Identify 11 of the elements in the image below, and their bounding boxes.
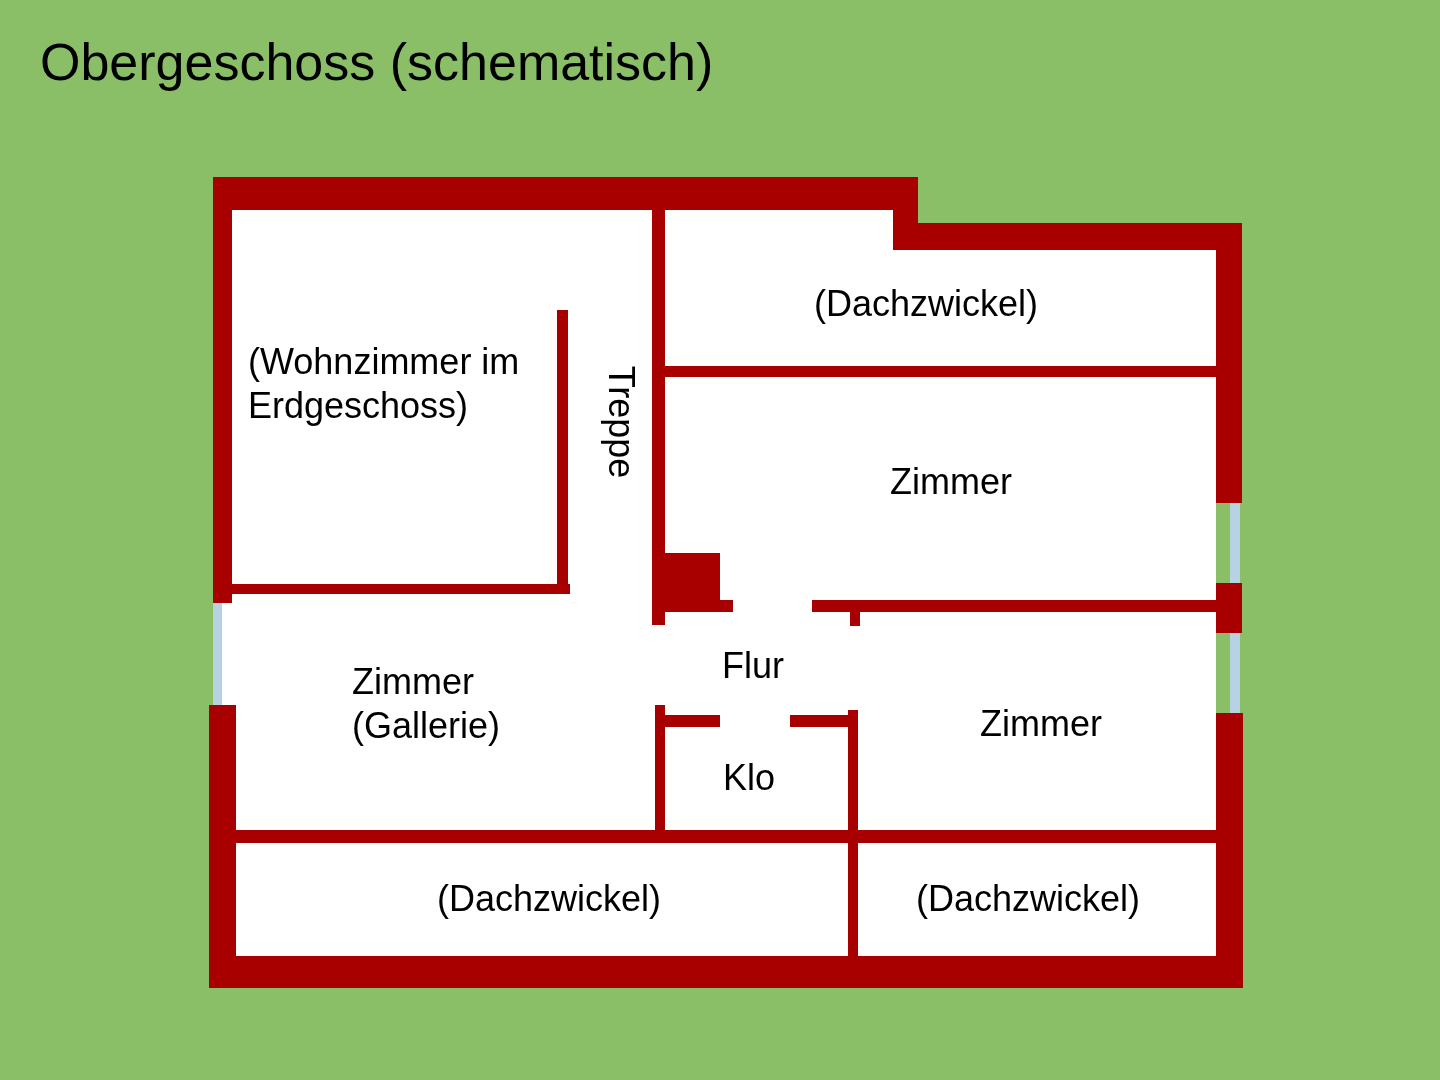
plan-title: Obergeschoss (schematisch) <box>40 32 714 93</box>
room-name: Zimmer <box>980 702 1102 746</box>
room-name: Zimmer (Gallerie) <box>352 660 522 748</box>
room-name: (Dachzwickel) <box>916 877 1141 921</box>
stair-label: Treppe <box>600 365 644 479</box>
room-name: (Dachzwickel) <box>437 877 662 921</box>
room-name: Flur <box>722 644 784 688</box>
room-name: Klo <box>723 756 776 800</box>
room-name: (Dachzwickel) <box>814 282 1039 326</box>
room-name: Zimmer <box>890 460 1012 504</box>
room-name: (Wohnzimmer im Erdgeschoss) <box>248 340 528 428</box>
